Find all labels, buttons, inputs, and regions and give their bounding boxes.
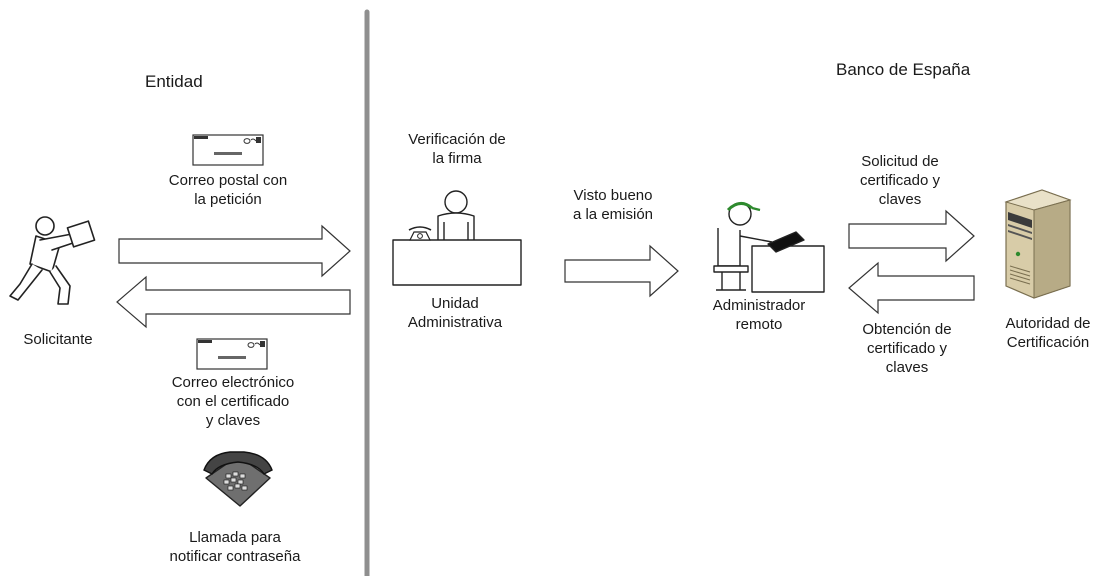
arrow-left-icon (848, 261, 975, 315)
correo-electronico-label: Correo electrónico con el certificado y … (171, 374, 295, 429)
correo-postal-label: Correo postal con la petición (168, 172, 288, 208)
autoridad-certificacion-label: Autoridad de Certificación (1005, 315, 1091, 351)
llamada-label: Llamada para notificar contraseña (169, 529, 301, 565)
telephone-icon (203, 451, 273, 507)
entidad-title: Entidad (145, 72, 203, 91)
obtencion-label: Obtención de certificado y claves (862, 321, 952, 376)
solicitante-label: Solicitante (23, 331, 93, 348)
arrow-right-icon (564, 244, 679, 298)
banco-de-espana-title: Banco de España (836, 60, 971, 79)
unidad-administrativa-label: Unidad Administrativa (407, 295, 503, 331)
visto-bueno-label: Visto bueno a la emisión (572, 187, 654, 223)
clerk-at-desk-icon (392, 190, 522, 286)
server-tower-icon (1004, 189, 1072, 299)
arrow-right-icon (118, 224, 351, 278)
envelope-icon (196, 338, 268, 370)
arrow-right-icon (848, 209, 975, 263)
administrador-remoto-label: Administrador remoto (712, 297, 806, 333)
envelope-icon (192, 134, 264, 166)
person-carrying-package-icon (9, 216, 96, 305)
desk-phone-icon (408, 226, 432, 241)
verificacion-label: Verificación de la firma (408, 131, 506, 167)
operator-at-computer-icon (713, 202, 825, 293)
arrow-left-icon (116, 275, 351, 329)
section-divider (364, 9, 370, 576)
solicitud-label: Solicitud de certificado y claves (859, 153, 941, 208)
